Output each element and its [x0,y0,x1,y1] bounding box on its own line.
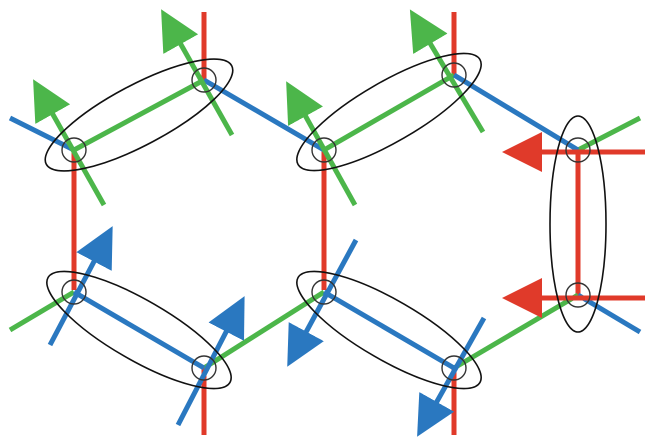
lattice-site [565,137,591,163]
lattice-site [191,355,217,381]
dimer-ellipse [296,270,482,390]
dimer-ellipse [44,58,234,172]
green-spin-arrow [286,81,358,207]
dimer-ellipse [46,270,232,390]
dimer-ellipse [296,52,482,172]
green-spin-arrow [33,79,107,207]
lattice-sites [61,62,591,381]
blue-bond [202,77,326,153]
blue-bond [322,289,456,371]
lattice-site [61,279,87,305]
lattice-site [441,62,467,88]
dimer-outlines [44,52,607,390]
spin-arrows [33,9,645,437]
blue-spin-arrow [47,226,113,347]
blue-spin-arrow [417,316,487,437]
lattice-site [565,282,591,308]
lattice-site [311,279,337,305]
green-bonds [8,72,642,371]
lattice-site [191,67,217,93]
lattice-site [441,355,467,381]
lattice-site [61,137,87,163]
green-bond [202,289,326,371]
blue-bond [72,289,206,371]
red-bonds [71,12,581,435]
green-bond [322,72,456,153]
dimer-ellipse [549,115,607,333]
green-bond [72,77,206,153]
green-spin-arrow [409,9,486,134]
green-bond [452,292,580,371]
lattice-site [311,137,337,163]
blue-bond [452,72,580,153]
blue-spin-arrow [175,296,245,427]
blue-spin-arrow [287,238,359,367]
green-spin-arrow [161,9,235,137]
